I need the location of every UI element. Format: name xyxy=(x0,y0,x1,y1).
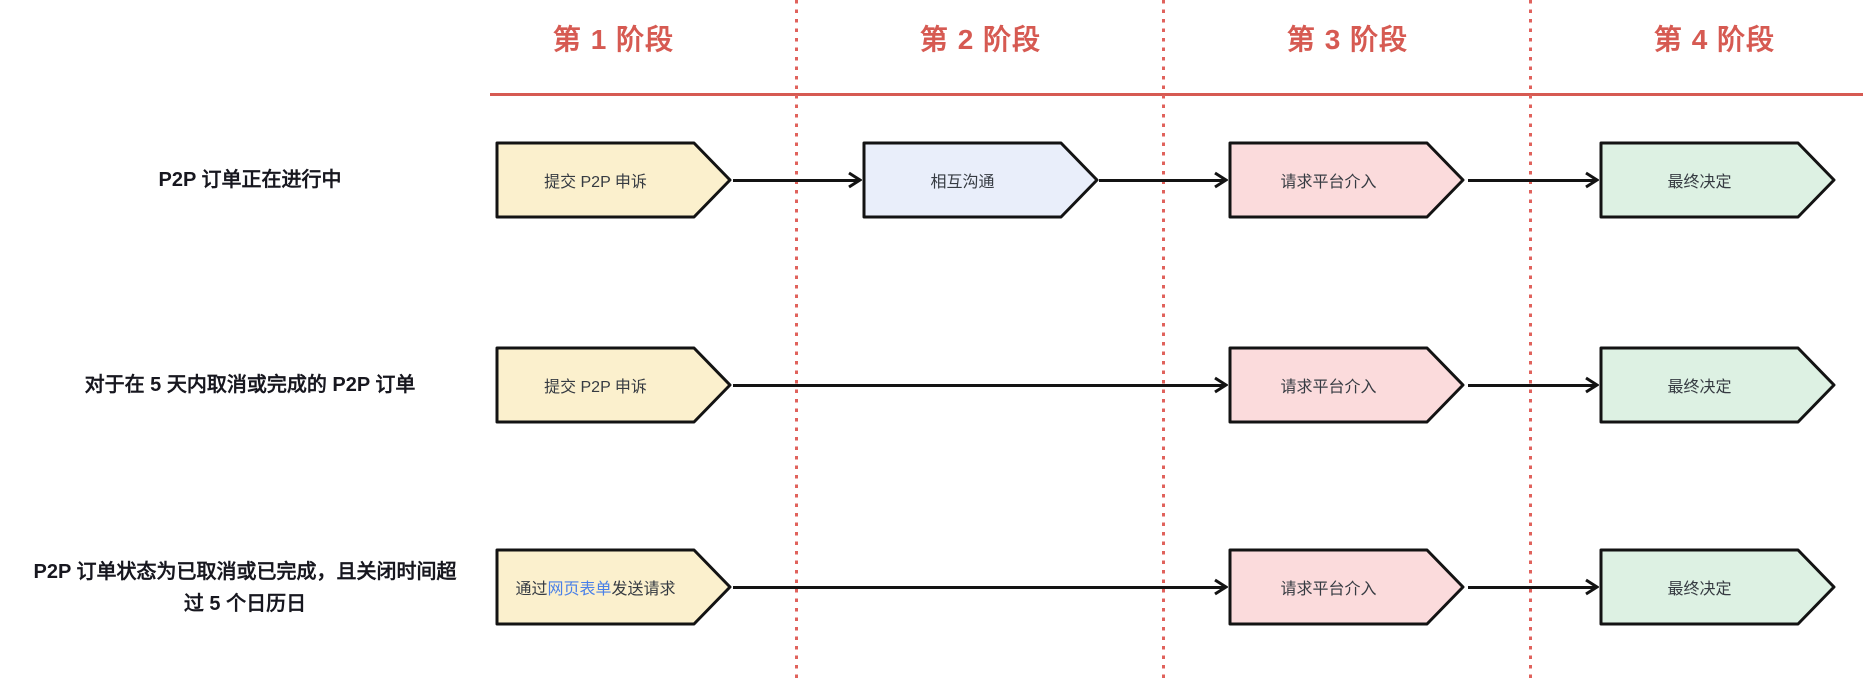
step-mutual-communication-row1: 相互沟通 xyxy=(862,141,1099,219)
web-form-link[interactable]: 网页表单 xyxy=(547,581,612,598)
step-web-form-request-row3: 通过网页表单发送请求 xyxy=(495,548,732,626)
row-label-cancelled-within-5-days: 对于在 5 天内取消或完成的 P2P 订单 xyxy=(84,374,416,396)
flow-arrow-row2-1to3 xyxy=(733,375,1228,395)
arrowhead-icon xyxy=(1214,578,1228,596)
step-label: 请求平台介入 xyxy=(1280,379,1377,396)
arrowhead-icon xyxy=(848,171,862,189)
pentagon-shape xyxy=(862,141,1099,219)
arrow-shaft xyxy=(1468,585,1596,589)
arrow-shaft xyxy=(733,585,1225,589)
step-submit-appeal-row1: 提交 P2P 申诉 xyxy=(495,141,732,219)
step-submit-appeal-row2: 提交 P2P 申诉 xyxy=(495,346,732,424)
step-label-suffix: 发送请求 xyxy=(611,581,676,598)
pentagon-shape xyxy=(495,548,732,626)
pentagon-shape xyxy=(495,141,732,219)
phase-header-4: 第 4 阶段 xyxy=(1653,24,1776,55)
row-label-closed-over-5-days: P2P 订单状态为已取消或已完成，且关闭时间超过 5 个日历日 xyxy=(33,561,457,615)
flow-arrow-row1-3to4 xyxy=(1468,170,1599,190)
step-label: 提交 P2P 申诉 xyxy=(544,174,647,191)
pentagon-shape xyxy=(1228,141,1465,219)
flow-arrow-row3-1to3 xyxy=(733,577,1228,597)
pentagon-shape xyxy=(1599,346,1836,424)
step-label: 相互沟通 xyxy=(930,174,995,191)
pentagon-shape xyxy=(495,346,732,424)
step-label: 最终决定 xyxy=(1667,379,1732,396)
arrowhead-icon xyxy=(1585,376,1599,394)
arrow-shaft xyxy=(733,383,1225,387)
phase-divider-line xyxy=(490,93,1863,96)
phase-header-1: 第 1 阶段 xyxy=(552,24,675,55)
step-label: 提交 P2P 申诉 xyxy=(544,379,647,396)
flow-arrow-row3-3to4 xyxy=(1468,577,1599,597)
pentagon-shape xyxy=(1599,548,1836,626)
step-label: 请求平台介入 xyxy=(1280,174,1377,191)
step-label: 请求平台介入 xyxy=(1280,581,1377,598)
arrow-shaft xyxy=(1099,178,1225,182)
phase-separator-dotted-2 xyxy=(1162,0,1165,684)
flow-arrow-row2-3to4 xyxy=(1468,375,1599,395)
step-label: 最终决定 xyxy=(1667,581,1732,598)
arrowhead-icon xyxy=(1214,376,1228,394)
arrowhead-icon xyxy=(1585,171,1599,189)
arrow-shaft xyxy=(1468,178,1596,182)
step-label: 最终决定 xyxy=(1667,174,1732,191)
arrow-shaft xyxy=(733,178,859,182)
flow-arrow-row1-1to2 xyxy=(733,170,862,190)
step-request-platform-row1: 请求平台介入 xyxy=(1228,141,1465,219)
step-final-decision-row2: 最终决定 xyxy=(1599,346,1836,424)
step-request-platform-row3: 请求平台介入 xyxy=(1228,548,1465,626)
arrowhead-icon xyxy=(1214,171,1228,189)
flow-arrow-row1-2to3 xyxy=(1099,170,1228,190)
pentagon-shape xyxy=(1599,141,1836,219)
phase-header-2: 第 2 阶段 xyxy=(919,24,1042,55)
step-label-prefix: 通过 xyxy=(515,581,548,598)
arrow-shaft xyxy=(1468,383,1596,387)
pentagon-shape xyxy=(1228,548,1465,626)
phase-separator-dotted-1 xyxy=(795,0,798,684)
arrowhead-icon xyxy=(1585,578,1599,596)
pentagon-shape xyxy=(1228,346,1465,424)
step-request-platform-row2: 请求平台介入 xyxy=(1228,346,1465,424)
row-label-order-in-progress: P2P 订单正在进行中 xyxy=(158,169,342,191)
phase-separator-dotted-3 xyxy=(1529,0,1532,684)
step-final-decision-row3: 最终决定 xyxy=(1599,548,1836,626)
step-label: 通过网页表单发送请求 xyxy=(497,550,694,624)
phase-header-3: 第 3 阶段 xyxy=(1286,24,1409,55)
step-final-decision-row1: 最终决定 xyxy=(1599,141,1836,219)
